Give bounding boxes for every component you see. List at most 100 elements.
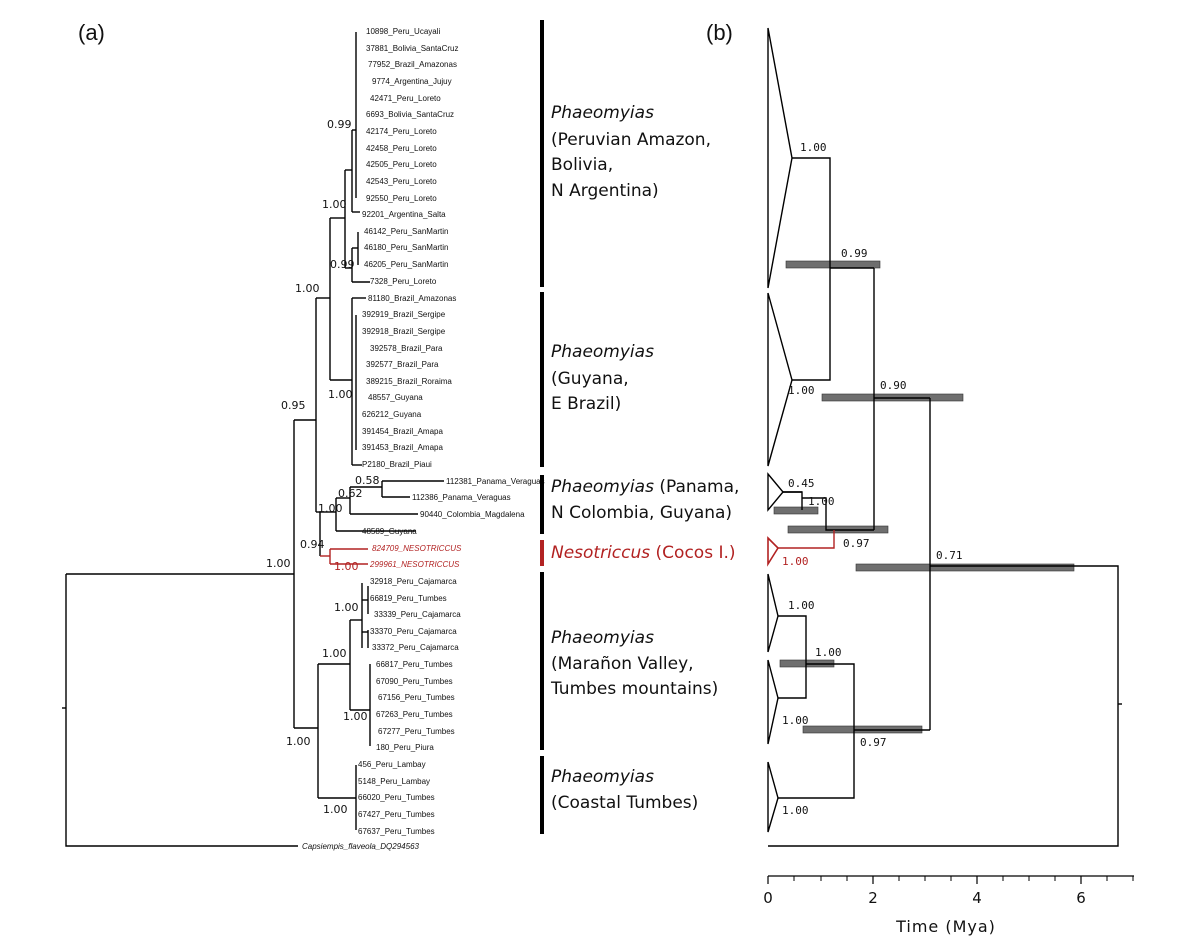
leaf-label: 456_Peru_Lambay (358, 760, 426, 769)
posterior-label: 0.99 (841, 247, 868, 260)
leaf-label: 389215_Brazil_Roraima (366, 377, 452, 386)
leaf-label: 67277_Peru_Tumbes (378, 727, 455, 736)
clade-label-nesotriccus: Nesotriccus (Cocos I.) (551, 543, 736, 563)
posterior-label: 1.00 (323, 803, 348, 816)
panel-b-label: (b) (706, 20, 733, 45)
posterior-label: 0.99 (330, 258, 355, 271)
leaf-label: 67637_Peru_Tumbes (358, 827, 435, 836)
clade-label: N Colombia, Guyana) (551, 503, 732, 523)
clade-annotations: Phaeomyias (Peruvian Amazon, Bolivia, N … (540, 20, 739, 834)
posterior-label: 1.00 (286, 735, 311, 748)
leaf-label: 42505_Peru_Loreto (366, 160, 437, 169)
collapsed-clade-triangle (767, 472, 784, 512)
posterior-label: 0.99 (327, 118, 352, 131)
leaf-label: 66817_Peru_Tumbes (376, 660, 453, 669)
leaf-label: 37881_Bolivia_SantaCruz (366, 44, 459, 53)
clade-label: Phaeomyias (Panama, (551, 477, 739, 497)
posterior-label: 1.00 (322, 647, 347, 660)
clade-label: (Marañon Valley, (551, 654, 694, 674)
axis-minor-ticks (793, 876, 1134, 881)
clade-label: Phaeomyias (551, 342, 654, 362)
panel-b-tree (767, 27, 1122, 847)
posterior-label-nesotriccus: 1.00 (334, 560, 359, 573)
leaf-label: 81180_Brazil_Amazonas (368, 294, 456, 303)
clade-label: Tumbes mountains) (550, 679, 718, 699)
leaf-label: 392577_Brazil_Para (366, 360, 439, 369)
posterior-label: 0.97 (860, 736, 887, 749)
leaf-label: 5148_Peru_Lambay (358, 777, 430, 786)
leaf-label: 33339_Peru_Cajamarca (374, 610, 461, 619)
clade-label: (Peruvian Amazon, (551, 130, 711, 150)
clade-label: E Brazil) (551, 394, 621, 414)
axis-tick-label: 0 (763, 889, 773, 907)
posterior-label: 1.00 (322, 198, 347, 211)
leaf-label: 6693_Bolivia_SantaCruz (366, 110, 454, 119)
posterior-label: 1.00 (800, 141, 827, 154)
posterior-label: 1.00 (328, 388, 353, 401)
collapsed-clade-triangle (767, 573, 779, 653)
posterior-label-nesotriccus: 1.00 (782, 555, 809, 568)
clade-label: Phaeomyias (551, 628, 654, 648)
posterior-label: 0.71 (936, 549, 963, 562)
leaf-label: 42543_Peru_Loreto (366, 177, 437, 186)
posterior-label: 0.94 (300, 538, 325, 551)
leaf-label: 46180_Peru_SanMartin (364, 243, 449, 252)
hpd-bar (785, 260, 881, 269)
leaf-label: 66020_Peru_Tumbes (358, 793, 435, 802)
posterior-label: 1.00 (808, 495, 835, 508)
hpd-bar (855, 563, 1075, 572)
leaf-label: 77952_Brazil_Amazonas (368, 60, 457, 69)
leaf-label: 392578_Brazil_Para (370, 344, 443, 353)
leaf-label: 67156_Peru_Tumbes (378, 693, 455, 702)
leaf-labels: 10898_Peru_Ucayali 37881_Bolivia_SantaCr… (302, 27, 545, 851)
panel-a-label: (a) (78, 20, 105, 45)
leaf-label: 48557_Guyana (368, 393, 423, 402)
clade-label: Phaeomyias (551, 767, 654, 787)
hpd-bar (773, 506, 819, 515)
leaf-label: 92550_Peru_Loreto (366, 194, 437, 203)
leaf-label: 42458_Peru_Loreto (366, 144, 437, 153)
posterior-label: 1.00 (266, 557, 291, 570)
leaf-label: 391454_Brazil_Amapa (362, 427, 443, 436)
leaf-label-outgroup: Capsiempis_flaveola_DQ294563 (302, 842, 420, 851)
leaf-label: 10898_Peru_Ucayali (366, 27, 440, 36)
leaf-label: 46142_Peru_SanMartin (364, 227, 449, 236)
leaf-label: 46205_Peru_SanMartin (364, 260, 449, 269)
posterior-label: 0.90 (880, 379, 907, 392)
leaf-label: 66819_Peru_Tumbes (370, 594, 447, 603)
posterior-label: 1.00 (815, 646, 842, 659)
leaf-label: 67263_Peru_Tumbes (376, 710, 453, 719)
posterior-label: 1.00 (295, 282, 320, 295)
leaf-label: 67427_Peru_Tumbes (358, 810, 435, 819)
posterior-label: 1.00 (788, 384, 815, 397)
leaf-label: 112381_Panama_Veraguas (446, 477, 545, 486)
posterior-label: 1.00 (318, 502, 343, 515)
leaf-label: 9774_Argentina_Jujuy (372, 77, 452, 86)
leaf-label: 32918_Peru_Cajamarca (370, 577, 457, 586)
axis-major-ticks (767, 876, 1082, 884)
leaf-label: 67090_Peru_Tumbes (376, 677, 453, 686)
leaf-label: 392919_Brazil_Sergipe (362, 310, 446, 319)
leaf-label: 392918_Brazil_Sergipe (362, 327, 446, 336)
time-axis: 0 2 4 6 Time (Mya) (763, 875, 1134, 936)
collapsed-clade-triangle (767, 761, 779, 833)
leaf-label: 42471_Peru_Loreto (370, 94, 441, 103)
axis-tick-label: 2 (868, 889, 878, 907)
leaf-label-nesotriccus: 824709_NESOTRICCUS (372, 544, 462, 553)
posterior-label: 0.97 (843, 537, 870, 550)
clade-label: N Argentina) (551, 181, 659, 201)
axis-tick-label: 6 (1076, 889, 1086, 907)
posterior-label: 0.45 (788, 477, 815, 490)
posterior-label: 1.00 (788, 599, 815, 612)
panel-a-tree (62, 32, 444, 847)
support-values-a: 0.99 1.00 0.99 1.00 1.00 0.95 0.58 0.62 … (266, 118, 380, 816)
collapsed-clade-triangle-nesotriccus (767, 536, 780, 567)
leaf-label: 7328_Peru_Loreto (370, 277, 437, 286)
clade-label: (Coastal Tumbes) (551, 793, 698, 813)
leaf-label: 48589_Guyana (362, 527, 417, 536)
leaf-label: 92201_Argentina_Salta (362, 210, 446, 219)
posterior-label: 1.00 (343, 710, 368, 723)
posterior-label: 1.00 (782, 804, 809, 817)
collapsed-clade-triangle (767, 292, 793, 467)
